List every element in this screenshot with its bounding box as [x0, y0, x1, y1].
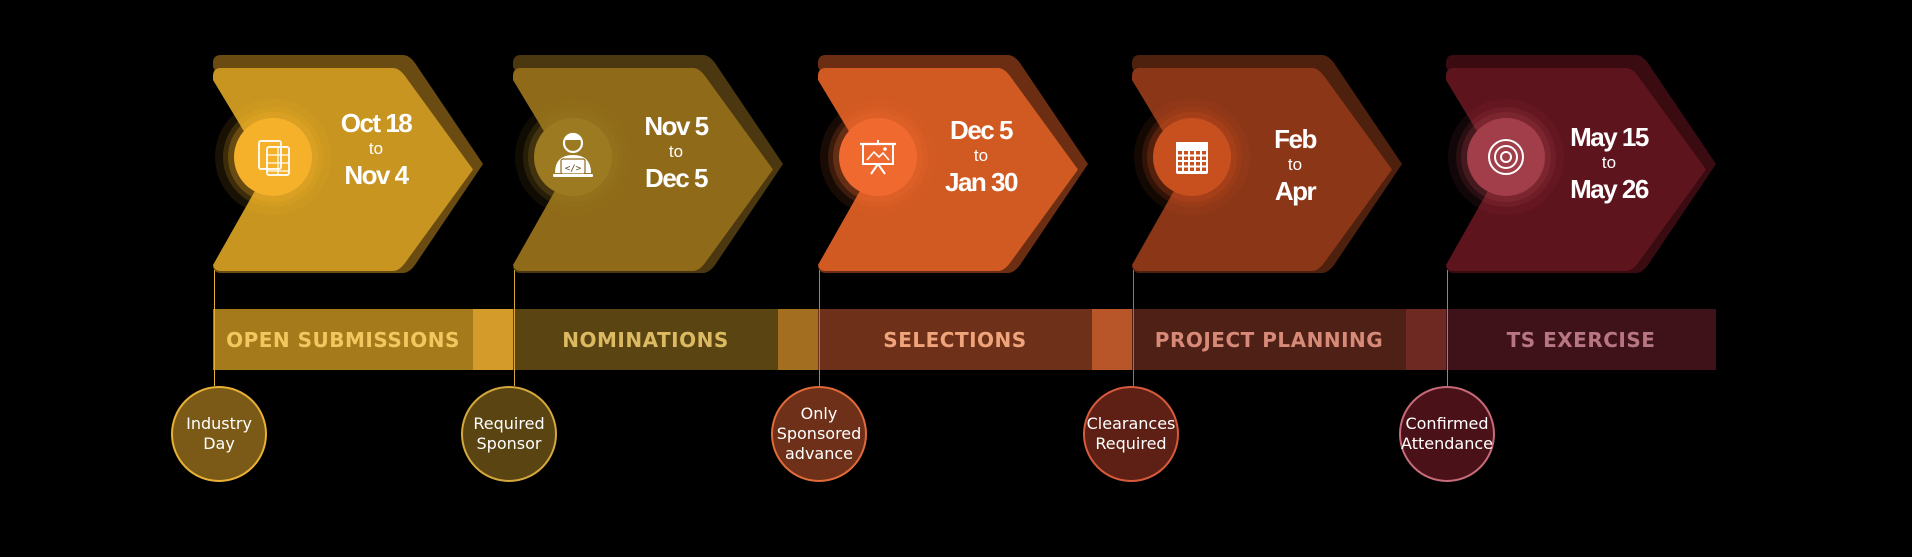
milestone-label: Only Sponsored advance — [776, 404, 862, 463]
milestone-1-circle: Industry Day — [171, 386, 267, 482]
milestone-label: Confirmed Attendance — [1401, 414, 1493, 453]
stage-1-icon-circle — [234, 118, 312, 196]
developer-person-icon: </> — [553, 132, 593, 177]
film-frames-icon — [258, 140, 290, 176]
date-to-word: to — [368, 139, 384, 158]
phase-band-3-tail — [1092, 309, 1132, 370]
phase-label: SELECTIONS — [883, 327, 1027, 352]
date-to-word: to — [973, 146, 989, 165]
stage-1-date-range: Oct 18 to Nov 4 — [296, 110, 456, 188]
date-to: May 26 — [1570, 174, 1649, 204]
milestone-label: Industry Day — [186, 414, 252, 453]
target-icon — [1488, 139, 1524, 175]
phase-label: TS EXERCISE — [1506, 327, 1656, 352]
phase-label: PROJECT PLANNING — [1154, 327, 1384, 352]
phase-band-1: OPEN SUBMISSIONS — [213, 309, 473, 370]
date-to: Apr — [1274, 176, 1317, 206]
milestone-5-connector — [1447, 270, 1448, 386]
calendar-icon — [1176, 142, 1208, 174]
phase-label: NOMINATIONS — [562, 327, 729, 352]
date-to-word: to — [1601, 153, 1617, 172]
date-to: Nov 4 — [344, 160, 409, 190]
phase-band-1-tail — [473, 309, 513, 370]
date-to-word: to — [1287, 155, 1303, 174]
date-from: Dec 5 — [950, 115, 1013, 145]
milestone-2-circle: Required Sponsor — [461, 386, 557, 482]
stage-5-icon-circle — [1467, 118, 1545, 196]
phase-band-3: SELECTIONS — [818, 309, 1092, 370]
phase-band-2-tail — [778, 309, 818, 370]
date-to: Dec 5 — [645, 163, 708, 193]
milestone-4-connector — [1133, 270, 1134, 386]
milestone-label: Clearances Required — [1086, 414, 1176, 453]
presentation-board-icon — [860, 140, 896, 175]
milestone-3-connector — [819, 270, 820, 386]
milestone-label: Required Sponsor — [473, 414, 545, 453]
date-from: Feb — [1274, 124, 1317, 154]
milestone-4-circle: Clearances Required — [1083, 386, 1179, 482]
milestone-2-connector — [514, 270, 515, 386]
stage-2-date-range: Nov 5 to Dec 5 — [596, 113, 756, 191]
phase-band-4-tail — [1406, 309, 1446, 370]
phase-band-2: NOMINATIONS — [513, 309, 778, 370]
phase-label: OPEN SUBMISSIONS — [226, 327, 460, 352]
milestone-3-circle: Only Sponsored advance — [771, 386, 867, 482]
date-from: May 15 — [1570, 122, 1649, 152]
date-from: Nov 5 — [644, 111, 709, 141]
stage-4-date-range: Feb to Apr — [1215, 126, 1375, 204]
date-to-word: to — [668, 142, 684, 161]
milestone-1-connector — [214, 270, 215, 386]
stage-3-date-range: Dec 5 to Jan 30 — [901, 117, 1061, 195]
phase-band-4: PROJECT PLANNING — [1132, 309, 1406, 370]
date-to: Jan 30 — [945, 167, 1018, 197]
svg-text:</>: </> — [565, 164, 582, 174]
milestone-5-circle: Confirmed Attendance — [1399, 386, 1495, 482]
stage-5-date-range: May 15 to May 26 — [1529, 124, 1689, 202]
phase-band-5: TS EXERCISE — [1446, 309, 1716, 370]
date-from: Oct 18 — [340, 108, 413, 138]
